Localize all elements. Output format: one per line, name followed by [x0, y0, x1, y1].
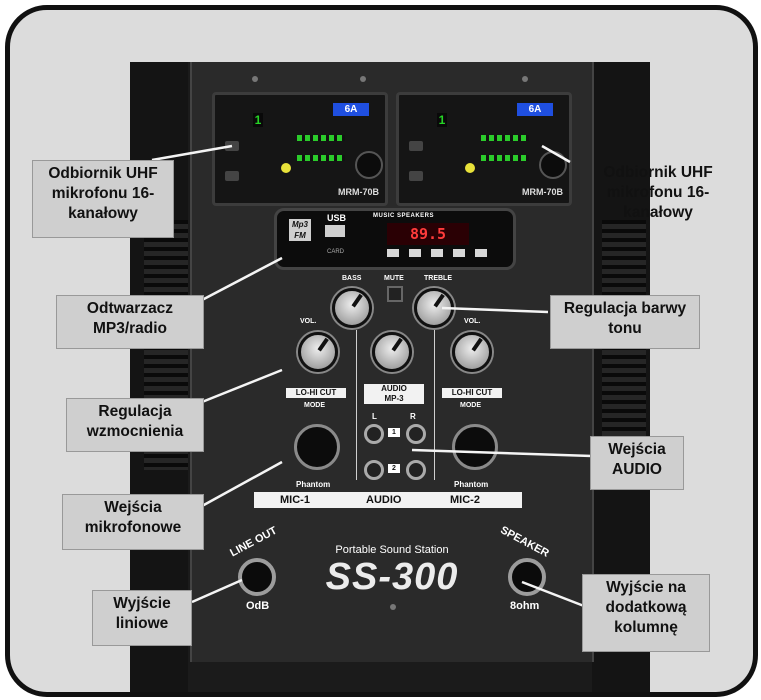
logo-top: Mp3 — [292, 220, 308, 229]
mic2-label: MIC-2 — [450, 494, 480, 506]
uhf-receiver-module-1: 1 6A MRM-70B — [212, 92, 388, 206]
mic2-volume-knob[interactable] — [452, 332, 492, 372]
bass-label: BASS — [342, 275, 362, 282]
usb-label: USB — [327, 213, 347, 223]
speaker-impedance: 8ohm — [510, 600, 540, 612]
channel-tag: 6A — [333, 103, 369, 116]
callout-uhf-left: Odbiornik UHF mikrofonu 16-kanałowy — [32, 160, 174, 238]
screw — [390, 604, 396, 610]
rca-input-1-left[interactable] — [364, 424, 384, 444]
mic1-volume-knob[interactable] — [298, 332, 338, 372]
lo-hi-cut-label-mic2: LO-HI CUT — [442, 388, 502, 398]
callout-audio-inputs: Wejścia AUDIO — [590, 436, 684, 490]
rca-tag-1: 1 — [388, 428, 400, 437]
volume-knob[interactable] — [355, 151, 383, 179]
act-button[interactable] — [409, 171, 423, 181]
brand-subtitle: Portable Sound Station — [335, 544, 449, 556]
af-led-meter — [481, 155, 529, 161]
frequency-display: 89.5 — [387, 223, 469, 245]
phantom-label-mic2: Phantom — [454, 480, 489, 489]
control-panel: 1 6A MRM-70B 1 6A MRM-70B Mp3 FM — [190, 62, 594, 662]
input-label-strip: MIC-1 AUDIO MIC-2 — [254, 492, 522, 508]
screw — [360, 76, 366, 82]
callout-line-out: Wyjście liniowe — [92, 590, 192, 646]
treble-label: TREBLE — [424, 275, 452, 282]
mp3-buttons[interactable] — [387, 249, 497, 257]
af-led-meter — [297, 155, 345, 161]
mic2-xlr-input[interactable] — [452, 424, 498, 470]
rca-left-label: L — [372, 412, 377, 421]
rca-input-1-right[interactable] — [406, 424, 426, 444]
brand-model: SS-300 — [325, 556, 459, 598]
mode-label-mic2: MODE — [460, 402, 481, 409]
mic1-label: MIC-1 — [280, 494, 310, 506]
scan-button[interactable] — [409, 141, 423, 151]
screw — [522, 76, 528, 82]
callout-leader-lines — [151, 144, 593, 608]
mp3-radio-player: Mp3 FM USB CARD MUSIC SPEAKERS 89.5 — [274, 208, 516, 270]
channel-digit: 1 — [437, 113, 447, 127]
card-label: CARD — [327, 249, 345, 255]
usb-port[interactable] — [325, 225, 345, 237]
vol-label-mic2: VOL. — [464, 318, 481, 325]
line-out-jack[interactable] — [238, 558, 276, 596]
uhf-receiver-module-2: 1 6A MRM-70B — [396, 92, 572, 206]
logo-bottom: FM — [294, 231, 306, 240]
lo-hi-cut-label-mic1: LO-HI CUT — [286, 388, 346, 398]
rca-right-label: R — [410, 412, 416, 421]
callout-tone: Regulacja barwy tonu — [550, 295, 700, 349]
mp3-fm-logo: Mp3 FM — [289, 219, 311, 241]
mute-button[interactable] — [387, 286, 403, 302]
callout-uhf-right: Odbiornik UHF mikrofonu 16-kanałowy — [603, 164, 713, 221]
rf-led-meter — [297, 135, 345, 141]
mode-label-mic1: MODE — [304, 402, 325, 409]
rf-led-meter — [481, 135, 529, 141]
module-model: MRM-70B — [521, 187, 563, 197]
vol-label-mic1: VOL. — [300, 318, 317, 325]
screw — [252, 76, 258, 82]
callout-mp3-radio: Odtwarzacz MP3/radio — [56, 295, 204, 349]
audio-volume-knob[interactable] — [372, 332, 412, 372]
callout-mic-inputs: Wejścia mikrofonowe — [62, 494, 204, 550]
section-divider — [434, 330, 435, 480]
act-button[interactable] — [225, 171, 239, 181]
speaker-jack[interactable] — [508, 558, 546, 596]
mute-label: MUTE — [384, 275, 404, 282]
callout-speaker-out: Wyjście na dodatkową kolumnę — [582, 574, 710, 652]
mp3-title: MUSIC SPEAKERS — [373, 213, 435, 219]
audio-label: AUDIO — [366, 494, 402, 506]
mic1-xlr-input[interactable] — [294, 424, 340, 470]
phantom-label-mic1: Phantom — [296, 480, 331, 489]
audio-mp3-label: AUDIO MP-3 — [364, 384, 424, 404]
figure-frame: 1 6A MRM-70B 1 6A MRM-70B Mp3 FM — [5, 5, 758, 697]
sensitivity-knob[interactable] — [465, 163, 475, 173]
rca-tag-2: 2 — [388, 464, 400, 473]
rca-input-2-left[interactable] — [364, 460, 384, 480]
rca-input-2-right[interactable] — [406, 460, 426, 480]
module-model: MRM-70B — [337, 187, 379, 197]
line-out-level: OdB — [246, 600, 270, 612]
section-divider — [356, 330, 357, 480]
callout-gain: Regulacja wzmocnienia — [66, 398, 204, 452]
channel-digit: 1 — [253, 113, 263, 127]
sensitivity-knob[interactable] — [281, 163, 291, 173]
channel-tag: 6A — [517, 103, 553, 116]
bass-knob[interactable] — [332, 288, 372, 328]
